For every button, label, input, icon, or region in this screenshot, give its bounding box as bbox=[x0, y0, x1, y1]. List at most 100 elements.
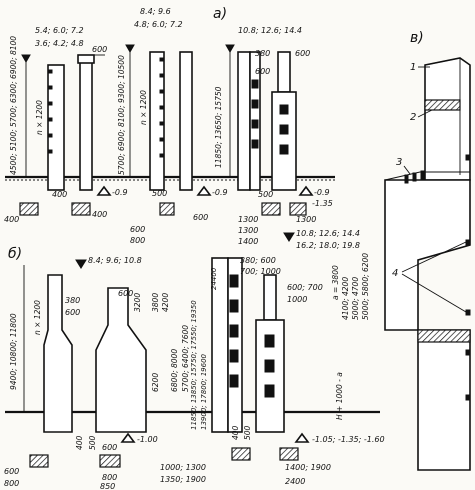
level-mark-a1 bbox=[21, 54, 31, 64]
dim-400-a2: 400 bbox=[92, 210, 107, 219]
dim-n1200-a3: n × 1200 bbox=[139, 90, 148, 125]
level-a-1 bbox=[96, 185, 112, 196]
heights-b-left: 8.4; 9.6; 10.8 bbox=[88, 256, 142, 265]
dim-4200: 4200 bbox=[161, 293, 170, 312]
column-a3-inserts bbox=[159, 57, 165, 158]
dim-1000-b: 1000 bbox=[287, 295, 307, 304]
column-v-break-1 bbox=[424, 99, 461, 111]
column-v-inserts bbox=[465, 154, 471, 401]
level-mark-a5 bbox=[225, 44, 235, 54]
heights-a3b: 4.8; 6.0; 7.2 bbox=[134, 20, 183, 29]
dim-600-b-b: 600 bbox=[118, 289, 133, 298]
dim-600-a-e: 600 bbox=[130, 225, 145, 234]
dim-850: 850 bbox=[100, 482, 115, 490]
dim-1300-a3: 1300 bbox=[296, 215, 316, 224]
dim-500-a2: 500 bbox=[258, 190, 273, 199]
dim-1400-1900: 1400; 1900 bbox=[285, 463, 331, 472]
column-a1-inserts bbox=[47, 69, 53, 154]
level-mark-b bbox=[75, 259, 87, 269]
dim-600-c: 600 bbox=[295, 49, 310, 58]
dim-400-b: 400 bbox=[75, 435, 84, 450]
dim-2400: 2400 bbox=[285, 477, 305, 486]
dim-6200: 6200 bbox=[151, 373, 160, 392]
dim-1350-1900: 1350; 1900 bbox=[160, 475, 206, 484]
dim-1300-a1: 1300 bbox=[238, 215, 258, 224]
level-b-1 bbox=[120, 432, 136, 443]
column-v-break-2 bbox=[417, 329, 471, 343]
dim-380: 380 bbox=[255, 49, 270, 58]
heights-a5: 10.8; 12.6; 14.4 bbox=[238, 26, 302, 35]
dim-vert-b3c: 24400 bbox=[210, 267, 218, 290]
column-a3 bbox=[149, 51, 165, 191]
heights-a1: 5.4; 6.0; 7.2 bbox=[35, 26, 84, 35]
dim-vert-b3: 11850; 13850; 15750; 17550; 19350 bbox=[190, 300, 198, 430]
level-mark-a3 bbox=[125, 44, 135, 54]
dim-h-1000: H + 1000 - a bbox=[335, 372, 344, 420]
dim-a-5000b: 5000; 5800; 6200 bbox=[361, 253, 370, 320]
label-a: а) bbox=[213, 6, 227, 22]
column-v-lower bbox=[417, 329, 471, 471]
dim-3200: 3200 bbox=[133, 293, 142, 312]
callout-4: 4 bbox=[392, 268, 398, 279]
dim-600-b: 600 bbox=[255, 67, 270, 76]
dim-1400-a: 1400 bbox=[238, 237, 258, 246]
column-a1 bbox=[47, 64, 65, 191]
dim-800-b2: 800 bbox=[102, 473, 117, 482]
dim-n1200-b: n × 1200 bbox=[33, 300, 42, 335]
level-text-b2: -1.05; -1.35; -1.60 bbox=[312, 435, 385, 444]
callout-4-leader-b bbox=[401, 273, 467, 313]
column-a6-top bbox=[277, 51, 291, 93]
column-b4-top bbox=[263, 274, 277, 321]
column-a4 bbox=[179, 51, 193, 191]
level-mark-b2 bbox=[283, 232, 295, 242]
column-a5-left bbox=[237, 51, 251, 191]
column-b4-openings bbox=[264, 334, 275, 398]
column-a6-openings bbox=[279, 104, 289, 155]
dim-600-a: 600 bbox=[92, 45, 107, 54]
heights-a3: 8.4; 9.6 bbox=[140, 7, 171, 16]
dim-600-700: 600; 700 bbox=[287, 283, 323, 292]
dim-vert-a5: 11850; 13650; 15750 bbox=[214, 86, 223, 168]
level-b-2 bbox=[294, 432, 310, 443]
dim-a-4100: 4100; 4200 bbox=[341, 277, 350, 320]
column-b3-openings bbox=[229, 274, 239, 388]
dim-400-a1: 400 bbox=[4, 215, 19, 224]
dim-500-b: 500 bbox=[88, 435, 97, 450]
dim-500-a: 500 bbox=[152, 189, 167, 198]
column-a2 bbox=[79, 61, 93, 191]
column-a5-openings bbox=[251, 79, 259, 149]
dim-600-b-c: 600 bbox=[4, 467, 19, 476]
callout-3: 3 bbox=[396, 157, 402, 168]
level-a-2 bbox=[196, 185, 212, 196]
dim-vert-a3: 5700; 6900; 8100; 9300; 10500 bbox=[117, 55, 126, 175]
dim-800-b: 800 bbox=[4, 479, 19, 488]
level-a-3 bbox=[298, 185, 314, 196]
heights-b-right: 10.8; 12.6; 14.4 bbox=[296, 229, 360, 238]
dim-600-b-a: 600 bbox=[65, 308, 80, 317]
column-b1 bbox=[43, 274, 73, 433]
column-v-bolts bbox=[404, 170, 425, 184]
level-text-b1: -1.00 bbox=[137, 435, 158, 444]
column-v-bracket-top bbox=[384, 171, 470, 181]
dim-vert-a1: 4500; 5100; 5700; 6300; 6900; 8100 bbox=[9, 36, 18, 175]
section-a2 bbox=[71, 202, 91, 216]
section-b2 bbox=[99, 454, 121, 468]
level-text-a4: -1.35 bbox=[312, 199, 333, 208]
dim-380-b: 380 bbox=[65, 296, 80, 305]
column-v-upper bbox=[424, 57, 471, 181]
section-a1 bbox=[19, 202, 39, 216]
dim-380-600: 380; 600 bbox=[240, 256, 276, 265]
heights-a1b: 3.6; 4.2; 4.8 bbox=[35, 39, 84, 48]
section-b4 bbox=[279, 447, 299, 461]
dim-600-a-d: 600 bbox=[193, 213, 208, 222]
dim-800-a: 800 bbox=[130, 236, 145, 245]
dim-400-b-bot: 400 bbox=[231, 425, 240, 440]
callout-2-leader bbox=[417, 109, 433, 118]
dim-6800: 6800; 8000 bbox=[170, 349, 179, 392]
heights-b-right2: 16.2; 18.0; 19.8 bbox=[296, 241, 360, 250]
section-b1 bbox=[29, 454, 49, 468]
level-text-a2: -0.9 bbox=[212, 188, 228, 197]
dim-700-1000: 700; 1000 bbox=[240, 267, 281, 276]
dim-a-5000: 5000; 4700 bbox=[351, 277, 360, 320]
